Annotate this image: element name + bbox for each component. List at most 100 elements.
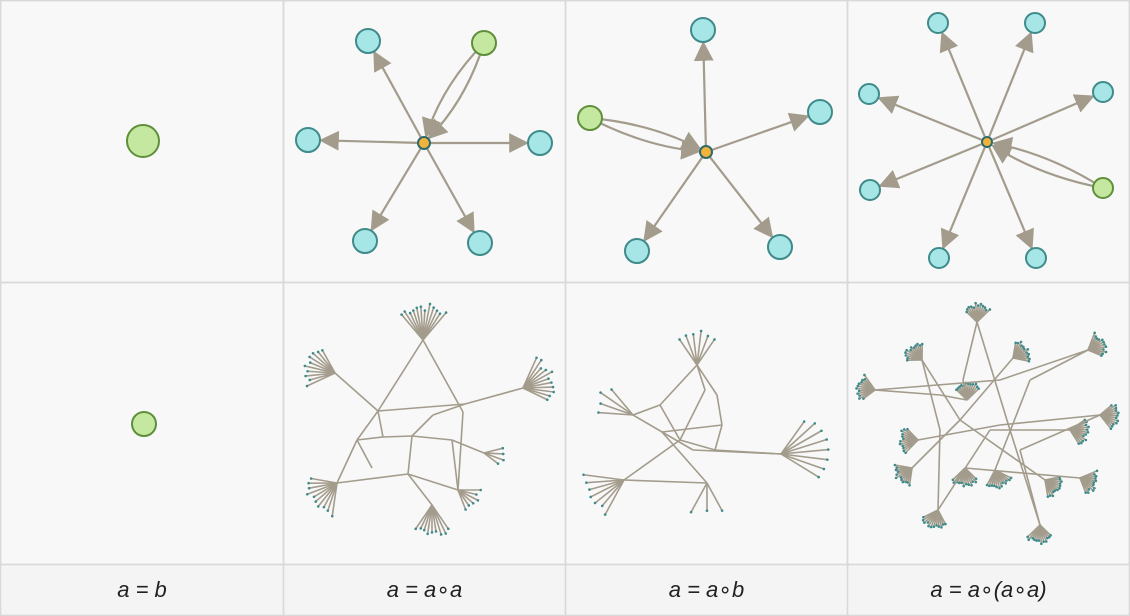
fan4-a-leaf-11 [988,308,992,311]
fan4-p-leaf-10 [988,484,991,488]
fan2-b-spoke-7 [312,352,336,374]
fan4-n-leaf-6 [929,525,933,529]
link4-a-0 [962,321,978,381]
fan4-k-leaf-5 [964,482,968,486]
fan2-a-leaf-10 [438,312,442,315]
cyan-node-top4-6 [1025,247,1047,269]
edge-top4-1 [988,31,1034,137]
fan4-p-leaf-11 [985,483,989,487]
fan4-g-leaf-4 [1117,411,1120,415]
fan4-g-leaf-7 [1116,419,1120,423]
fan2-b-leaf-1 [308,378,312,382]
edge-top4-5 [940,147,986,250]
cyan-node-top4-2 [858,83,880,105]
edge-top4-4 [878,143,982,189]
top-row-graphs [126,12,1114,269]
link4-c-0 [921,359,961,421]
fan2-e-leaf-0 [479,488,482,492]
link2-j-0 [356,436,384,441]
fan2-b-leaf-4 [303,364,307,368]
fan2-c-spoke-8 [522,387,554,393]
fan4-j-leaf-1 [906,481,909,484]
edge-top4-2 [877,95,982,141]
fan2-d-leaf-2 [322,505,326,509]
fan4-p-spoke-11 [986,469,996,486]
link4-j-1 [1029,349,1089,381]
fan4-h-spoke-11 [1069,429,1080,445]
fan3-d-leaf-6 [582,473,585,477]
cyan-node-top4-4 [859,179,881,201]
graph-bottom-3 [582,329,830,516]
fan4-i-leaf-6 [902,437,905,441]
fan4-i-leaf-0 [904,451,907,455]
fan4-h-leaf-4 [1085,428,1089,431]
fan2-a [400,302,448,341]
cyan-node-top4-5 [928,247,950,269]
edge-top3-2 [643,156,704,242]
fan4-f-leaf-9 [974,382,978,386]
link2-b-0 [422,339,464,413]
fan3-c-spoke-0 [780,421,805,455]
fan4-b-leaf-5 [1102,340,1105,344]
fan2-b-spoke-4 [304,365,336,374]
link3-e-0 [661,424,723,433]
fan4-l-leaf-8 [1052,490,1055,494]
fan3-c-leaf-1 [813,422,817,425]
fan2-b-spoke-6 [309,356,336,374]
fan4-l-leaf-9 [1051,494,1055,498]
fan2-f-spoke-8 [415,504,433,530]
fan4-l-leaf-5 [1058,487,1061,490]
fan2-f-leaf-0 [446,527,450,531]
fan2-b-leaf-0 [305,384,309,388]
fan2-f-leaf-7 [419,527,422,530]
fan3-b-spoke-2 [600,391,634,416]
link3-b-2 [714,424,723,451]
fan4-c-leaf-7 [912,346,916,349]
fan4-d-spoke-11 [1012,357,1030,363]
fan2-f-leaf-2 [439,533,443,536]
fan4-o-leaf-1 [1048,535,1051,539]
bottom-row-graphs [131,301,1120,545]
fan4-a-leaf-7 [979,302,983,306]
fan4-n-leaf-2 [940,526,943,529]
cell-bottom-a-eq-aob [567,284,846,563]
fan2-c-leaf-8 [552,390,556,394]
fan3-a-spoke-1 [685,335,698,366]
fan2-g-leaf-2 [502,458,505,462]
fan4-a-leaf-8 [981,304,985,308]
fan4-g-leaf-9 [1112,423,1115,426]
fan4-c-leaf-9 [916,342,919,346]
fan4-g-leaf-8 [1115,421,1118,425]
fan2-a-leaf-3 [412,309,415,312]
fan3-e-spoke-2 [690,482,708,513]
fan4-e [855,373,876,400]
link4-l-0 [1019,414,1101,451]
fan2-c-leaf-7 [551,385,555,389]
fan4-a-leaf-4 [972,306,976,309]
fan4-g-leaf-5 [1116,414,1119,417]
fan2-e-spoke-5 [457,489,467,510]
fan3-a-leaf-5 [713,338,716,341]
fan4-a-leaf-2 [967,305,970,309]
link4-h-0 [964,467,1081,479]
fan4-b-leaf-1 [1094,335,1097,338]
fan4-d-leaf-9 [1026,355,1030,358]
fan2-d-leaf-4 [314,500,318,503]
fan2-a-leaf-5 [419,305,423,309]
fan4-p-leaf-0 [1009,476,1013,480]
fan4-m-leaf-1 [1093,472,1096,476]
edge-top3-0 [693,41,714,147]
graph-bottom-4 [855,301,1120,545]
fan4-n-leaf-8 [926,521,930,524]
fan4-n-leaf-10 [921,518,925,522]
fan4-l-spoke-11 [1044,479,1049,497]
fan4-b-leaf-6 [1103,343,1106,346]
fan3-c-leaf-4 [826,448,830,451]
fan2-d-spoke-7 [308,482,338,489]
fan3-a-spoke-4 [696,335,709,366]
cyan-node-top4-1 [1024,12,1046,34]
fan2-b-leaf-8 [316,350,320,354]
fan4-n-leaf-7 [927,524,930,528]
fan4-g-leaf-10 [1110,425,1114,428]
